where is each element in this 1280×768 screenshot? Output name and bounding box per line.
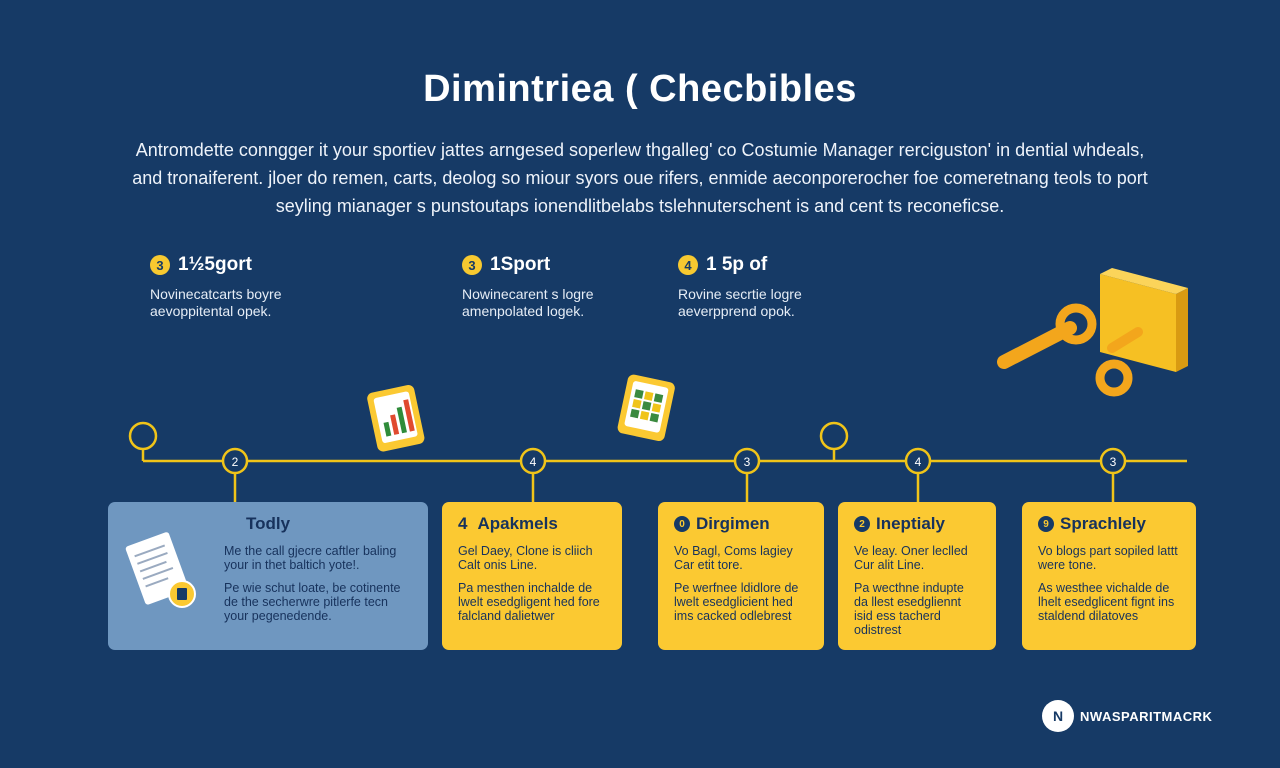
intro-line: Antromdette conngger it your sportiev ja… (135, 140, 1145, 160)
brand-name: NWASPARITMACRK (1080, 708, 1213, 724)
page-title: Dimintriea ( Checbibles (423, 68, 857, 110)
stat-1: 3 1½5gort Novinecatcarts boyre aevoppite… (150, 254, 410, 320)
card-text: Vo blogs part sopiled lattt were tone. (1038, 544, 1178, 572)
card-badge: 9 (1038, 516, 1054, 532)
card-title: Todly (245, 514, 291, 533)
timeline-start-marker (128, 421, 158, 451)
card-text: Pe wie schut loate, be cotinente de the … (224, 581, 401, 623)
card-text: Me the call gjecre caftler baling your i… (224, 544, 397, 572)
card-title: Sprachlely (1060, 514, 1146, 533)
card-text: As westhee vichalde de lhelt esedglicent… (1038, 581, 1175, 623)
card-text: Vo Bagl, Coms lagiey Car etit tore. (674, 544, 793, 572)
stat-desc-line: Nowinecarent s logre (462, 286, 594, 302)
card-text: Ve leay. Oner leclled Cur alit Line. (854, 544, 968, 572)
timeline-node: 4 (904, 447, 932, 475)
stat-desc-line: aeverpprend opok. (678, 303, 795, 319)
card-number: 4 (458, 514, 468, 533)
timeline-node: 4 (519, 447, 547, 475)
key-icon (997, 268, 1188, 397)
bar-chart-icon (367, 385, 425, 452)
svg-text:2: 2 (232, 455, 239, 469)
stat-desc-line: Novinecatcarts boyre (150, 286, 282, 302)
timeline-node: 3 (733, 447, 761, 475)
stat-badge: 3 (462, 255, 482, 275)
stat-badge: 4 (678, 255, 698, 275)
timeline-node: 3 (1099, 447, 1127, 475)
timeline-card-3: 0 Dirgimen Vo Bagl, Coms lagiey Car etit… (658, 502, 824, 650)
intro-line: seyling mianager s punstoutaps ionendlit… (275, 196, 1005, 216)
stat-label: 1 5p of (706, 254, 768, 275)
card-text: Gel Daey, Clone is cliich Calt onis Line… (458, 544, 593, 572)
card-text: Pa mesthen inchalde de lwelt esedgligent… (458, 581, 600, 623)
svg-text:3: 3 (744, 455, 751, 469)
card-title: Dirgimen (696, 514, 770, 533)
document-icon (125, 532, 196, 608)
stat-badge: 3 (150, 255, 170, 275)
card-text: Pe werfnee ldidlore de lwelt esedglicien… (674, 581, 799, 623)
stat-3: 4 1 5p of Rovine secrtie logre aeverppre… (678, 254, 938, 320)
card-title: Ineptialy (876, 514, 945, 533)
svg-text:4: 4 (530, 455, 537, 469)
intro-text: Antromdette conngger it your sportiev ja… (100, 136, 1180, 220)
brand-logo: N (1042, 700, 1074, 732)
stat-label: 1½5gort (178, 254, 252, 275)
svg-text:3: 3 (1110, 455, 1117, 469)
intro-line: and tronaiferent. jloer do remen, carts,… (132, 168, 1148, 188)
card-text: Pa wecthne indupte da llest esedgliennt … (854, 581, 964, 637)
stat-desc-line: amenpolated logek. (462, 303, 585, 319)
card-title: Apakmels (477, 514, 558, 533)
card-badge: 2 (854, 516, 870, 532)
bar-chart-icon (617, 374, 675, 442)
stat-desc-line: Rovine secrtie logre (678, 286, 802, 302)
stat-2: 3 1Sport Nowinecarent s logre amenpolate… (462, 254, 722, 320)
stat-desc-line: aevoppitental opek. (150, 303, 272, 319)
timeline-marker (819, 421, 849, 451)
timeline-card-5: 9 Sprachlely Vo blogs part sopiled lattt… (1022, 502, 1196, 650)
svg-text:4: 4 (915, 455, 922, 469)
brand: N NWASPARITMACRK (1042, 700, 1212, 732)
timeline-card-2: 4 Apakmels Gel Daey, Clone is cliich Cal… (442, 502, 622, 650)
timeline-card-4: 2 Ineptialy Ve leay. Oner leclled Cur al… (838, 502, 996, 650)
stat-label: 1Sport (490, 254, 551, 275)
card-badge: 0 (674, 516, 690, 532)
timeline-node: 2 (221, 447, 249, 475)
